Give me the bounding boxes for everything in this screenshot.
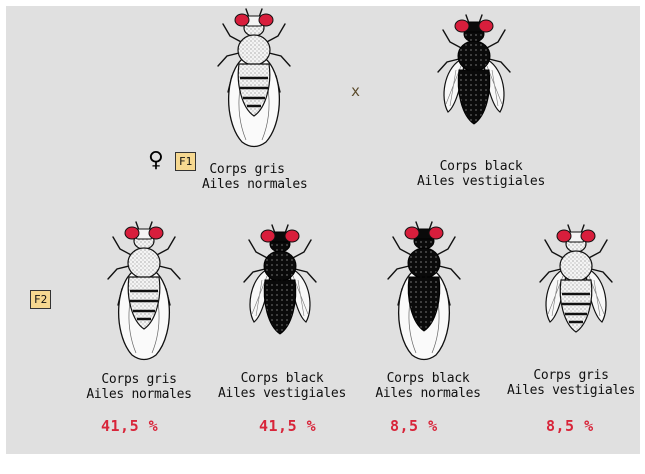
offspring-fly-black-vestigial (232, 224, 328, 364)
offspring-fly-grey-normal (96, 216, 192, 366)
f2-badge: F2 (30, 290, 51, 309)
offspring-3-label: Corps black Ailes normales (362, 371, 494, 401)
offspring-3-wings: Ailes normales (362, 386, 494, 401)
offspring-1-percent: 41,5 % (101, 417, 158, 435)
offspring-fly-grey-vestigial (528, 224, 624, 364)
offspring-3-percent: 8,5 % (390, 417, 438, 435)
offspring-2-body: Corps black (214, 371, 350, 386)
cross-diagram: x ♀ F1 Corps gris Ailes normales Corps b… (6, 6, 640, 454)
parent-2-body: Corps black (416, 159, 546, 174)
f1-badge: F1 (175, 152, 196, 171)
offspring-2-percent: 41,5 % (259, 417, 316, 435)
offspring-2-wings: Ailes vestigiales (214, 386, 350, 401)
cross-symbol: x (351, 82, 360, 100)
offspring-1-wings: Ailes normales (72, 387, 206, 402)
parent-1-body: Corps gris (202, 162, 292, 177)
offspring-4-body: Corps gris (502, 368, 640, 383)
parent-2-label: Corps black Ailes vestigiales (416, 159, 546, 189)
offspring-1-body: Corps gris (72, 372, 206, 387)
offspring-2-label: Corps black Ailes vestigiales (214, 371, 350, 401)
parent-2-wings: Ailes vestigiales (416, 174, 546, 189)
parent-fly-grey-normal (206, 8, 302, 148)
offspring-1-label: Corps gris Ailes normales (72, 372, 206, 402)
female-symbol-icon: ♀ (148, 147, 164, 173)
parent-fly-black-vestigial (426, 14, 522, 154)
offspring-4-label: Corps gris Ailes vestigiales (502, 368, 640, 398)
offspring-4-wings: Ailes vestigiales (502, 383, 640, 398)
offspring-fly-black-normal (376, 216, 472, 366)
offspring-3-body: Corps black (362, 371, 494, 386)
offspring-4-percent: 8,5 % (546, 417, 594, 435)
parent-1-wings: Ailes normales (202, 177, 292, 192)
parent-1-label: Corps gris Ailes normales (202, 162, 292, 192)
